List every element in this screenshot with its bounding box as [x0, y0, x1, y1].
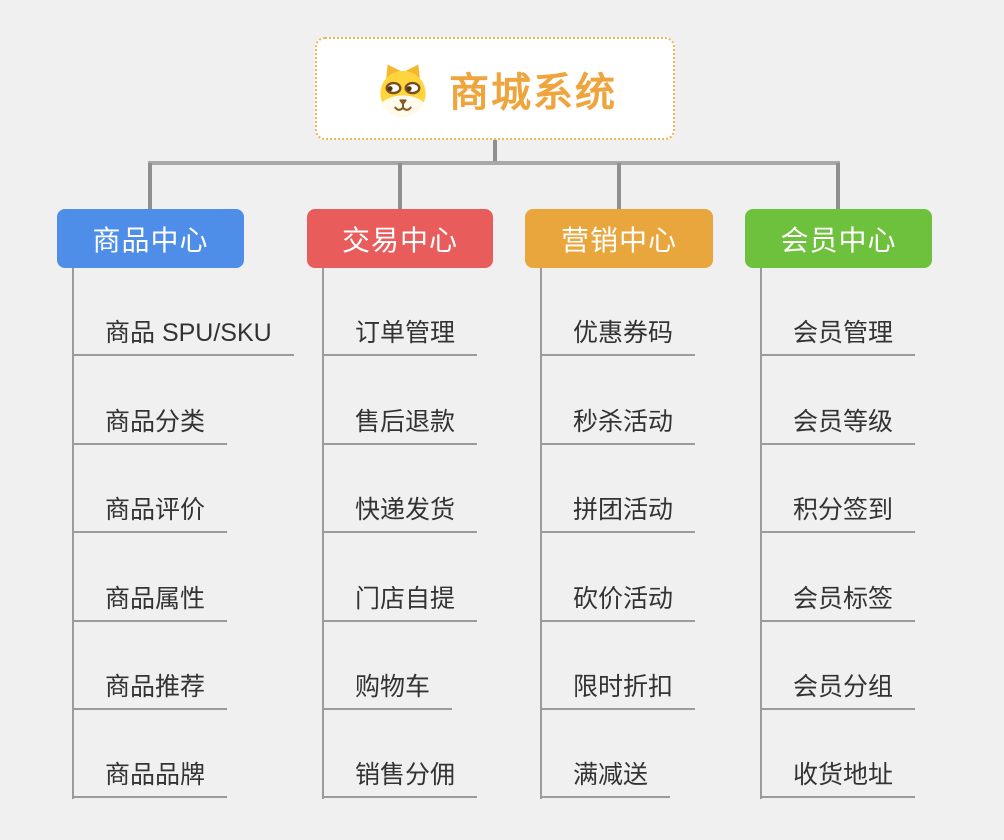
- leaf-node[interactable]: 快递发货: [322, 445, 478, 534]
- branch-header-label: 会员中心: [780, 224, 897, 256]
- root-title: 商城系统: [449, 70, 617, 115]
- leaf-node[interactable]: 会员等级: [760, 356, 916, 445]
- branch-column-products: 商品 SPU/SKU 商品分类 商品评价 商品属性 商品推荐 商品品牌: [72, 268, 294, 799]
- leaf-node[interactable]: 销售分佣: [322, 710, 478, 799]
- leaf-node[interactable]: 积分签到: [760, 445, 916, 534]
- leaf-node[interactable]: 拼团活动: [540, 445, 696, 534]
- connector-drop-trade: [398, 163, 402, 209]
- leaf-node[interactable]: 订单管理: [322, 268, 478, 357]
- dog-face-icon: [373, 59, 433, 119]
- leaf-node[interactable]: 满减送: [540, 710, 671, 799]
- branch-column-trade: 订单管理 售后退款 快递发货 门店自提 购物车 销售分佣: [322, 268, 478, 799]
- leaf-node[interactable]: 门店自提: [322, 533, 478, 622]
- branch-line-marketing: [540, 268, 542, 799]
- branch-header-trade[interactable]: 交易中心: [307, 209, 493, 268]
- branch-header-members[interactable]: 会员中心: [745, 209, 932, 268]
- branch-column-members: 会员管理 会员等级 积分签到 会员标签 会员分组 收货地址: [760, 268, 916, 799]
- leaf-node[interactable]: 秒杀活动: [540, 356, 696, 445]
- branch-header-marketing[interactable]: 营销中心: [525, 209, 713, 268]
- branch-line-members: [760, 268, 762, 799]
- branch-column-marketing: 优惠券码 秒杀活动 拼团活动 砍价活动 限时折扣 满减送: [540, 268, 696, 799]
- branch-header-products[interactable]: 商品中心: [57, 209, 244, 268]
- leaf-node[interactable]: 售后退款: [322, 356, 478, 445]
- branch-header-label: 商品中心: [92, 224, 209, 256]
- leaf-node[interactable]: 商品推荐: [72, 622, 228, 710]
- connector-drop-products: [148, 163, 152, 209]
- leaf-node[interactable]: 购物车: [322, 622, 453, 710]
- connector-drop-members: [836, 163, 840, 209]
- leaf-node[interactable]: 会员标签: [760, 533, 916, 622]
- leaf-node[interactable]: 优惠券码: [540, 268, 696, 357]
- leaf-node[interactable]: 限时折扣: [540, 622, 696, 710]
- leaf-node[interactable]: 商品分类: [72, 356, 228, 445]
- connector-drop-marketing: [617, 163, 621, 209]
- leaf-node[interactable]: 商品 SPU/SKU: [72, 268, 294, 357]
- leaf-node[interactable]: 商品评价: [72, 445, 228, 534]
- leaf-node[interactable]: 收货地址: [760, 710, 916, 799]
- connector-bus: [148, 161, 840, 165]
- leaf-node[interactable]: 会员分组: [760, 622, 916, 710]
- branch-line-trade: [322, 268, 324, 799]
- root-node[interactable]: 商城系统: [315, 37, 675, 140]
- branch-header-label: 交易中心: [341, 224, 458, 256]
- leaf-node[interactable]: 会员管理: [760, 268, 916, 357]
- leaf-node[interactable]: 砍价活动: [540, 533, 696, 622]
- branch-header-label: 营销中心: [560, 224, 677, 256]
- connector-root-stub: [493, 138, 497, 164]
- leaf-node[interactable]: 商品属性: [72, 533, 228, 622]
- leaf-node[interactable]: 商品品牌: [72, 710, 228, 799]
- branch-line-products: [72, 268, 74, 799]
